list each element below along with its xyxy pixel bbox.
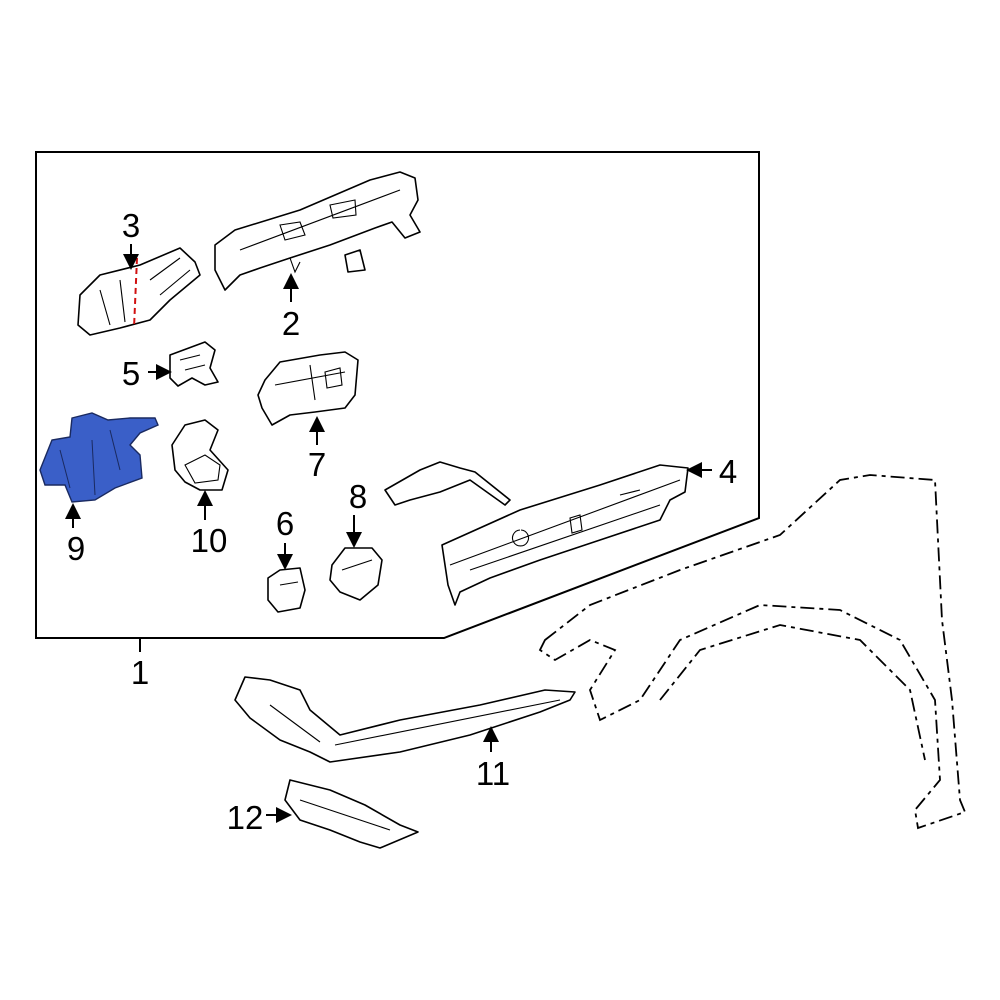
part-8-bracket[interactable] (329, 547, 383, 601)
callout-7: 7 (308, 446, 326, 483)
callout-1: 1 (131, 654, 149, 691)
part-6-bracket[interactable] (267, 567, 306, 613)
callout-3: 3 (122, 207, 140, 244)
callout-11: 11 (476, 755, 510, 792)
callout-5: 5 (122, 355, 140, 392)
part-10-bracket[interactable] (171, 419, 229, 491)
callout-6: 6 (276, 505, 294, 542)
callout-2: 2 (282, 305, 300, 342)
callout-12: 12 (227, 799, 264, 836)
part-4-apron-assembly[interactable] (384, 461, 689, 606)
assembly-group-box (35, 151, 760, 639)
part-5-bracket[interactable] (169, 341, 219, 387)
fender-dashed-outline (538, 474, 967, 830)
part-9-highlighted[interactable] (39, 412, 159, 503)
part-12-shield[interactable] (284, 779, 419, 849)
callout-4: 4 (719, 453, 737, 490)
callout-leaders (65, 244, 712, 823)
part-3-bracket[interactable] (77, 247, 201, 336)
callout-10: 10 (191, 522, 228, 559)
callout-9: 9 (67, 530, 85, 567)
part-7-reinforcement[interactable] (257, 351, 359, 426)
callout-8: 8 (349, 478, 367, 515)
part-11-rocker[interactable] (234, 676, 576, 763)
part-2-apron-rail[interactable] (214, 171, 421, 291)
